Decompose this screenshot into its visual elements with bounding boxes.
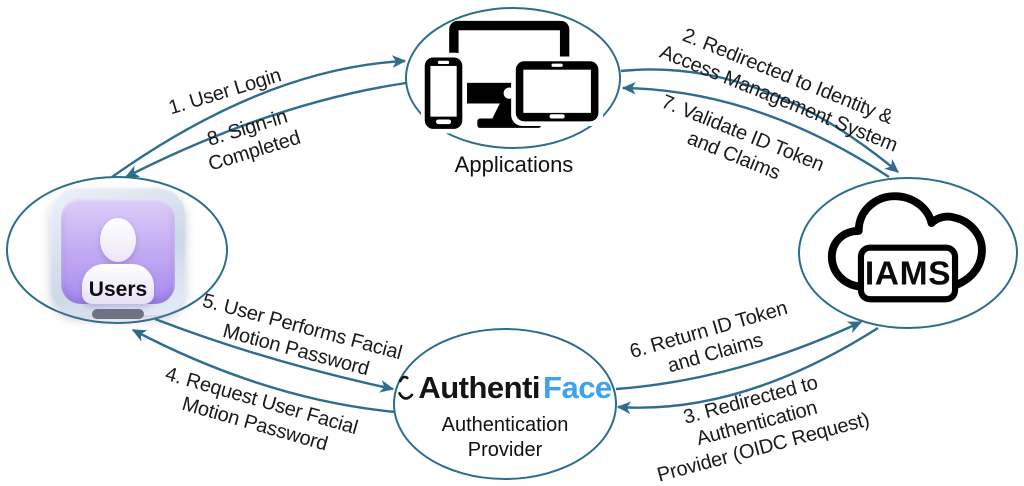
tablet-icon (511, 56, 604, 127)
users-icon-base (92, 309, 144, 319)
node-auth-provider: Authenti Face Authentication Provider (393, 328, 617, 480)
person-body-icon (82, 264, 154, 304)
phone-icon (421, 52, 467, 134)
users-icon-face: Users (61, 198, 175, 304)
arrow-step-6 (615, 320, 863, 391)
authentiface-logo: Authenti Face (398, 370, 612, 406)
iams-label: IAMS (865, 256, 951, 293)
auth-provider-caption: Authentication Provider (441, 414, 569, 461)
cloud-icon: IAMS (827, 192, 986, 303)
devices-icon (421, 20, 604, 134)
users-label: Users (88, 278, 148, 301)
arrow-step-4 (131, 328, 397, 414)
node-iams: IAMS (798, 177, 1018, 329)
users-icon: Users (50, 187, 186, 319)
person-head-icon (100, 218, 136, 262)
node-users: Users (6, 176, 228, 324)
node-applications (405, 7, 621, 149)
arrow-step-7 (621, 81, 890, 179)
smile-face-icon (398, 375, 414, 400)
arrow-step-3 (616, 326, 879, 415)
arrow-step-5 (154, 317, 395, 393)
arrow-step-1 (111, 55, 407, 178)
arrow-step-8 (124, 81, 407, 179)
applications-caption: Applications (454, 152, 574, 177)
logo-text-face: Face (543, 370, 612, 405)
logo-text-authenti: Authenti (418, 370, 541, 405)
arrow-step-2 (620, 68, 899, 173)
iams-badge (857, 244, 959, 303)
